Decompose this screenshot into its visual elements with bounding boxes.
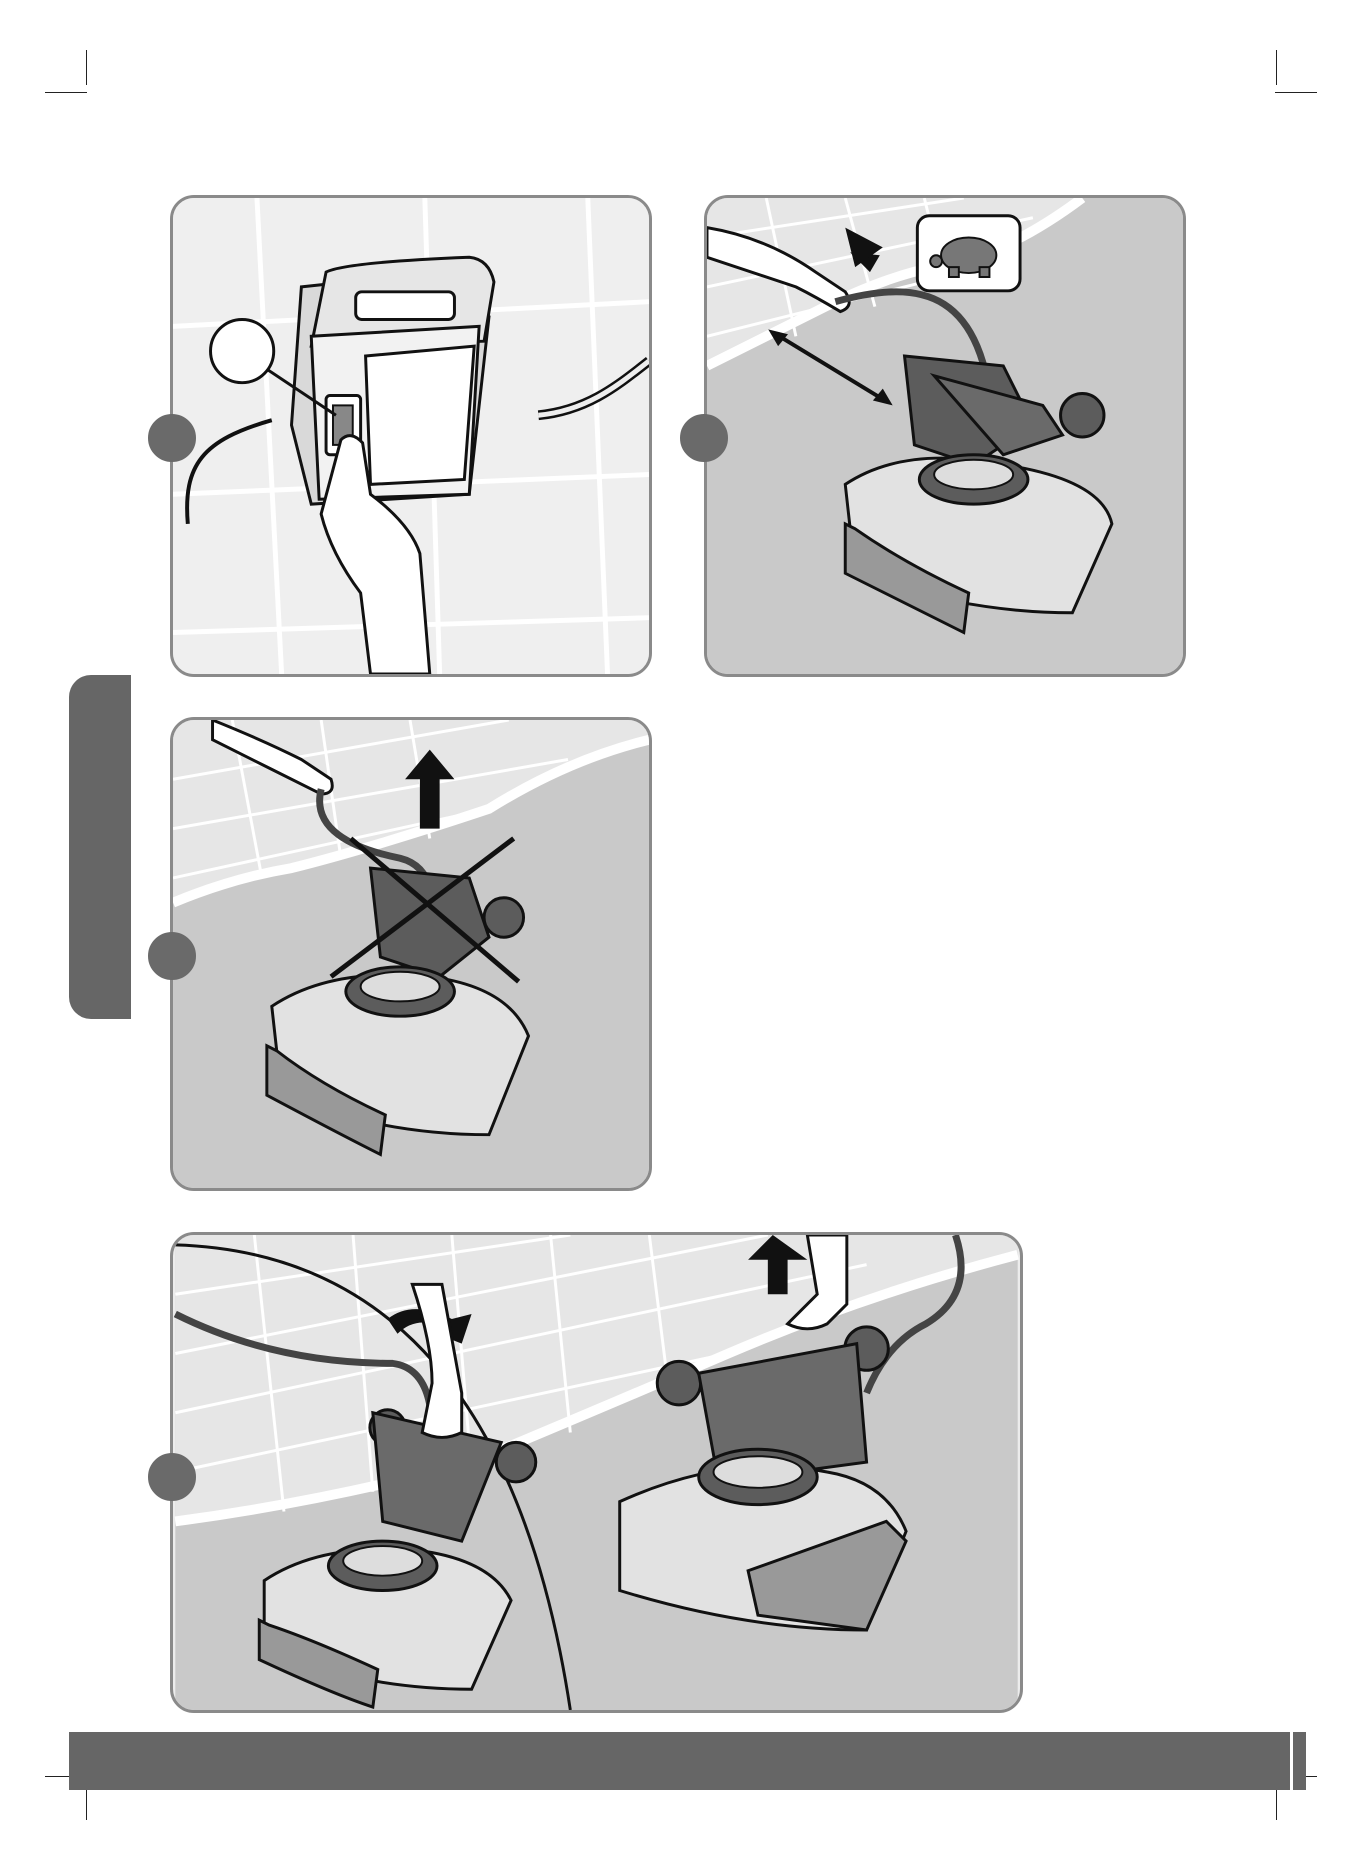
crop-mark <box>45 92 87 93</box>
section-side-tab <box>69 675 115 1019</box>
step-panel-cable-pull <box>704 195 1186 677</box>
lift-by-handle-illustration <box>173 1235 1020 1710</box>
footer-bar-tail <box>1293 1732 1306 1790</box>
crop-mark <box>1275 92 1317 93</box>
step-panel-lift-by-handle <box>170 1232 1023 1713</box>
crop-mark <box>1276 1785 1277 1820</box>
crop-mark <box>86 1785 87 1820</box>
cable-pull-illustration <box>707 198 1183 674</box>
crop-mark <box>1276 50 1277 85</box>
power-supply-illustration <box>173 198 649 674</box>
do-not-lift-illustration <box>173 720 649 1188</box>
crop-mark <box>86 50 87 85</box>
step-number-badge <box>148 932 196 980</box>
step-panel-switch-on <box>170 195 652 677</box>
step-number-badge <box>148 1453 196 1501</box>
step-number-badge <box>680 414 728 462</box>
step-panel-do-not-lift-by-cable <box>170 717 652 1191</box>
step-number-badge <box>148 414 196 462</box>
footer-bar <box>69 1732 1290 1790</box>
